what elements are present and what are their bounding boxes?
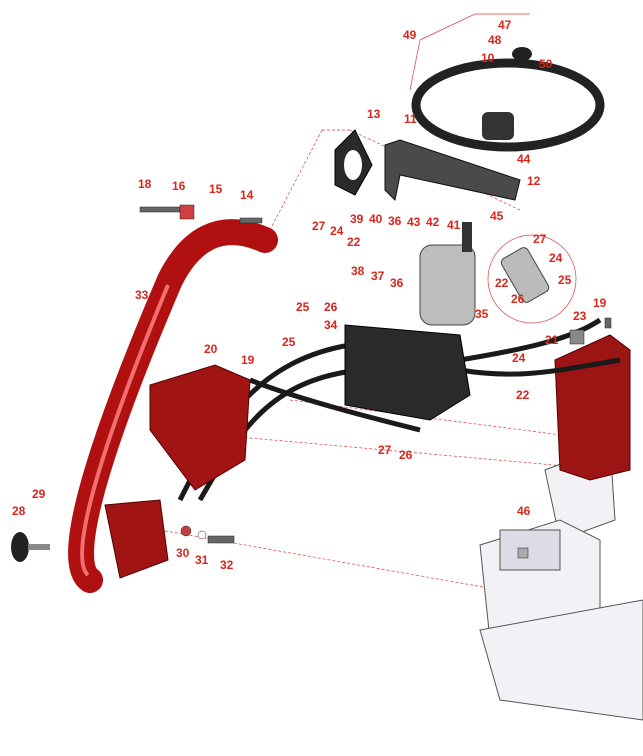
callout-36[interactable]: 36 [388,214,402,228]
callout-24[interactable]: 24 [330,224,344,238]
callout-31[interactable]: 31 [195,553,209,567]
solid-leaders [409,13,577,324]
callout-40[interactable]: 40 [369,212,383,226]
lower-bracket [104,499,169,579]
callout-10[interactable]: 10 [481,51,495,65]
callout-11[interactable]: 11 [404,112,417,126]
callout-27[interactable]: 27 [312,219,326,233]
callout-37[interactable]: 37 [371,269,385,283]
callout-24b[interactable]: 24 [512,351,526,365]
callout-28[interactable]: 28 [12,504,26,518]
callout-43[interactable]: 43 [407,215,421,229]
console-cover [344,324,471,421]
callout-23[interactable]: 23 [573,309,587,323]
callout-24-detail[interactable]: 24 [549,251,563,265]
callout-15[interactable]: 15 [209,182,223,196]
mount-plate [149,364,251,491]
tube-highlight [80,284,170,577]
motor-shaft [462,222,472,252]
callout-46[interactable]: 46 [517,504,531,518]
callout-41[interactable]: 41 [447,218,461,232]
callout-26-detail[interactable]: 26 [511,292,525,306]
callout-22-detail[interactable]: 22 [495,276,509,290]
frame [479,444,643,721]
fasteners [139,204,612,559]
callout-19[interactable]: 19 [241,353,255,367]
callout-22b[interactable]: 22 [516,388,530,402]
callout-39[interactable]: 39 [350,212,364,226]
callout-25b[interactable]: 25 [282,335,296,349]
wheel-cap [512,47,532,61]
callout-33[interactable]: 33 [135,288,149,302]
callout-18[interactable]: 18 [138,177,152,191]
callout-34[interactable]: 34 [324,318,338,332]
callout-32[interactable]: 32 [220,558,234,572]
callout-27b[interactable]: 27 [378,443,392,457]
callout-25[interactable]: 25 [296,300,310,314]
callout-27-detail[interactable]: 27 [533,232,547,246]
callout-22[interactable]: 22 [347,235,361,249]
callout-20[interactable]: 20 [204,342,218,356]
column-bracket [384,139,521,202]
steering-motor [419,244,476,326]
callout-13[interactable]: 13 [367,107,381,121]
callout-21[interactable]: 21 [545,333,559,347]
wheel-hub [482,112,514,140]
callout-42[interactable]: 42 [426,215,440,229]
callout-36b[interactable]: 36 [390,276,404,290]
callout-29[interactable]: 29 [32,487,46,501]
callout-12[interactable]: 12 [527,174,541,188]
callout-16[interactable]: 16 [172,179,186,193]
motor-port-detail [500,247,550,303]
callout-38[interactable]: 38 [351,264,365,278]
callout-26b[interactable]: 26 [399,448,413,462]
callout-14[interactable]: 14 [240,188,254,202]
callout-48[interactable]: 48 [488,33,502,47]
callout-44[interactable]: 44 [517,152,531,166]
callout-50[interactable]: 50 [539,57,553,71]
callout-30[interactable]: 30 [176,546,190,560]
callout-25-detail[interactable]: 25 [558,273,572,287]
callout-26[interactable]: 26 [324,300,338,314]
callout-45[interactable]: 45 [490,209,504,223]
callout-19-right[interactable]: 19 [593,296,607,310]
right-bracket [554,334,631,481]
knob [11,532,29,562]
callout-35[interactable]: 35 [475,307,489,321]
callout-47[interactable]: 47 [498,18,512,32]
callout-49[interactable]: 49 [403,28,417,42]
steering-wheel [411,58,605,152]
